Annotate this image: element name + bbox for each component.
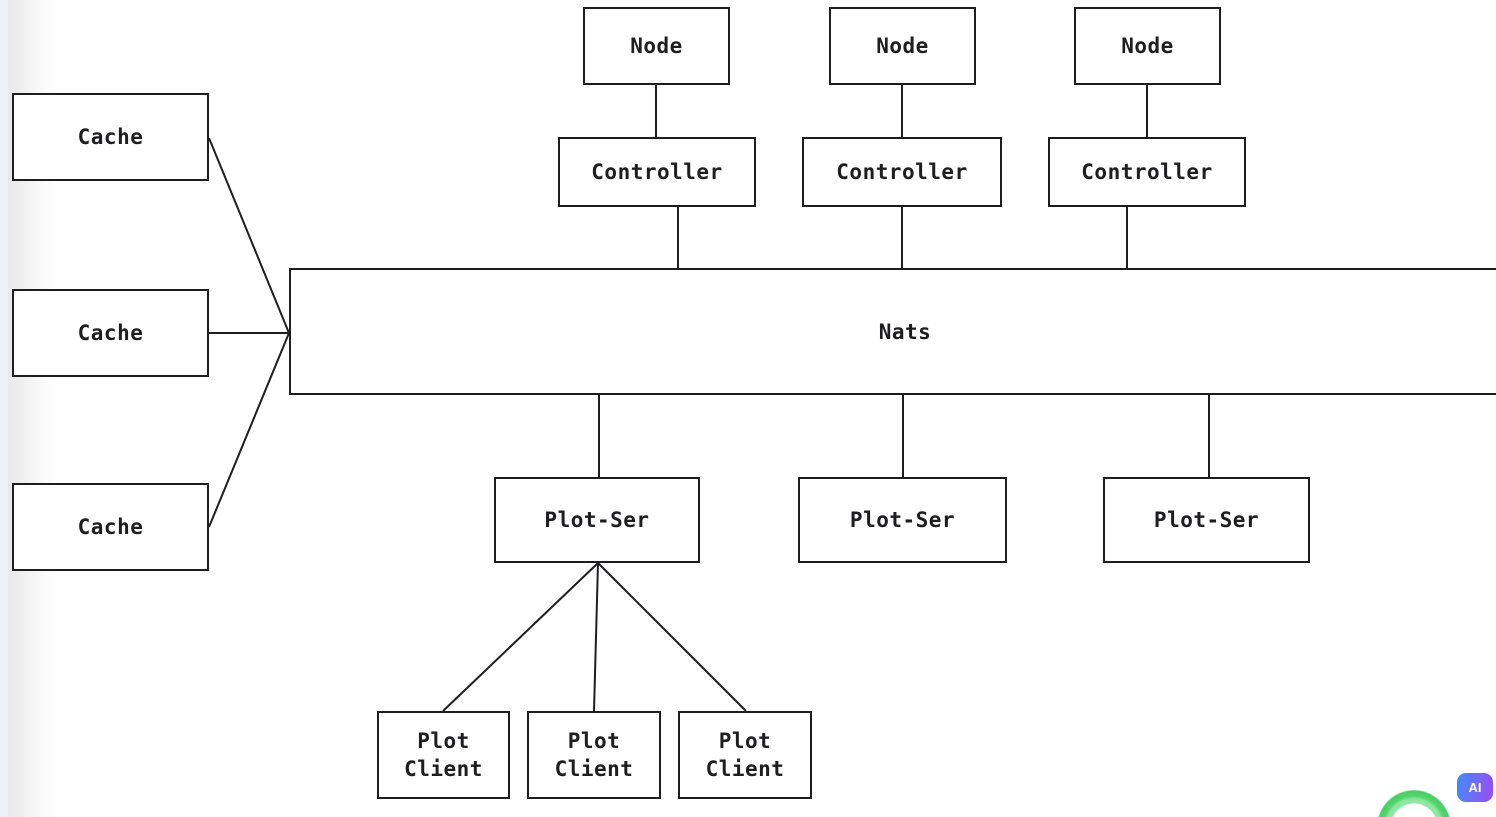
diagram-node-cache-2: Cache [12,289,209,377]
diagram-node-label: Controller [591,160,723,184]
diagram-node-label: Plot [417,729,470,753]
diagram-node-label: Cache [77,321,144,345]
diagram-node-controller-1: Controller [558,137,756,207]
diagram-node-nats: Nats [289,268,1496,395]
diagram-node-label: Plot-Ser [849,508,956,532]
diagram-node-label: Node [876,34,929,58]
edge-plotser1-plotclient3 [597,562,747,712]
diagram-node-controller-3: Controller [1048,137,1246,207]
diagram-node-label: Plot-Ser [544,508,650,532]
diagram-node-label: Node [630,34,683,58]
ai-assistant-badge[interactable]: AI [1457,773,1493,802]
diagram-node-node-1: Node [583,7,730,85]
diagram-node-node-2: Node [829,7,976,85]
diagram-node-label: Plot [567,729,621,753]
diagram-node-label: Controller [836,160,968,184]
diagram-node-label: Nats [878,319,932,344]
edge-cache1-nats [208,137,290,334]
left-panel-edge [0,0,8,817]
diagram-node-label: Client [554,757,634,781]
diagram-node-controller-2: Controller [802,137,1002,207]
edge-plotser1-plotclient1 [442,562,599,712]
diagram-node-label: Cache [77,125,144,149]
diagram-node-label: Client [404,757,483,781]
diagram-node-node-3: Node [1074,7,1221,85]
green-ring-logo-icon [1377,790,1451,817]
diagram-node-label: Node [1121,34,1174,58]
diagram-node-label: Plot-Ser [1153,508,1260,532]
edge-plotser1-plotclient2 [593,562,599,712]
diagram-node-label: Controller [1081,160,1213,184]
diagram-node-plot-ser-3: Plot-Ser [1103,477,1310,563]
diagram-node-plot-ser-1: Plot-Ser [494,477,700,563]
diagram-node-label: Plot [718,729,772,753]
diagram-node-cache-1: Cache [12,93,209,181]
edge-cache3-nats [208,332,290,528]
diagram-node-cache-3: Cache [12,483,209,571]
diagram-node-plot-ser-2: Plot-Ser [798,477,1007,563]
diagram-node-label: Client [705,757,785,781]
diagram-node-label: Cache [77,515,144,539]
